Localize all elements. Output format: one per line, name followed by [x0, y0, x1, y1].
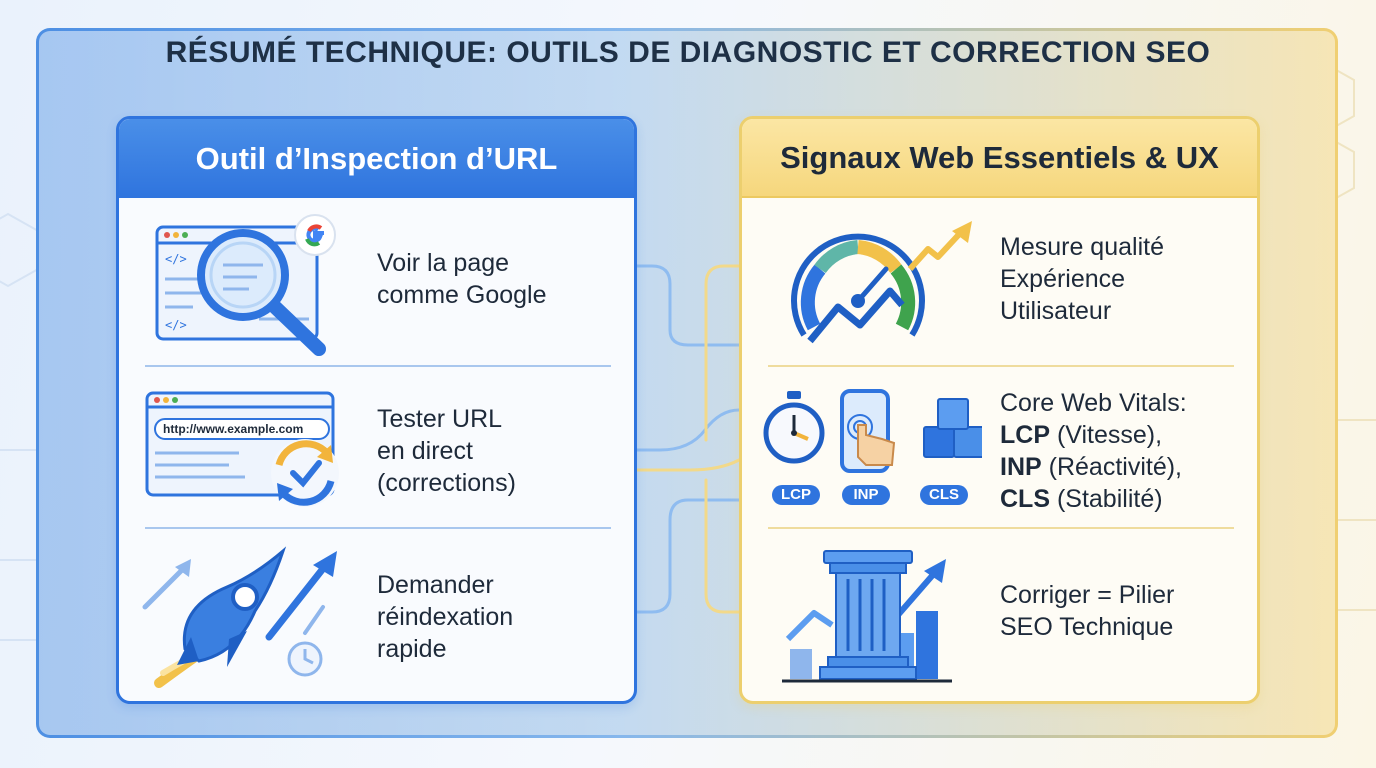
- rocket-icon: [142, 546, 337, 688]
- item-heading: Core Web Vitals:: [1000, 389, 1187, 417]
- lcp-badge: LCP: [772, 485, 820, 505]
- divider: [145, 365, 611, 367]
- item-line: comme Google: [377, 281, 547, 309]
- url-text: http://www.example.com: [163, 422, 303, 436]
- metric-label: (Vitesse),: [1056, 421, 1163, 449]
- item-text: Tester URL en direct (corrections): [377, 403, 516, 499]
- divider: [145, 527, 611, 529]
- stopwatch-icon: [763, 391, 825, 464]
- speedometer-trend-icon: [791, 221, 972, 344]
- metric-line: CLS (Stabilité): [1000, 483, 1187, 515]
- item-line: SEO Technique: [1000, 613, 1174, 641]
- list-item: </> </> Voir la page comme Google: [119, 209, 634, 374]
- page-title: RÉSUMÉ TECHNIQUE: OUTILS DE DIAGNOSTIC E…: [165, 36, 1211, 69]
- web-vitals-panel: Signaux Web Essentiels & UX Mesure quali…: [739, 116, 1260, 704]
- core-web-vitals-icons: [763, 389, 982, 473]
- item-line: rapide: [377, 635, 447, 663]
- metric-code: CLS: [1000, 485, 1050, 513]
- metric-label: (Stabilité): [1056, 485, 1163, 513]
- list-item: Corriger = Pilier SEO Technique: [742, 541, 1257, 701]
- magnifier-google-icon: </> </>: [155, 214, 336, 356]
- item-line: Mesure qualité: [1000, 233, 1164, 261]
- divider: [768, 365, 1234, 367]
- item-line: (corrections): [377, 469, 516, 497]
- item-line: Voir la page: [377, 249, 510, 277]
- list-item: LCP INP CLS Core Web Vitals: LCP (Vitess…: [742, 381, 1257, 546]
- web-vitals-panel-title: Signaux Web Essentiels & UX: [742, 119, 1257, 198]
- list-item: http://www.example.com Tester URL en dir…: [119, 381, 634, 546]
- item-text: Voir la page comme Google: [377, 247, 547, 311]
- metric-code: LCP: [1000, 421, 1050, 449]
- phone-touch-icon: [840, 389, 896, 473]
- item-line: Utilisateur: [1000, 297, 1112, 325]
- cls-badge: CLS: [920, 485, 968, 505]
- browser-refresh-icon: http://www.example.com: [145, 391, 339, 507]
- svg-text:</>: </>: [165, 318, 187, 332]
- item-line: en direct: [377, 437, 473, 465]
- pillar-growth-icon: [782, 550, 952, 683]
- item-line: Tester URL: [377, 405, 503, 433]
- metric-code: INP: [1000, 453, 1042, 481]
- item-line: Demander: [377, 571, 494, 599]
- url-inspection-panel-title: Outil d’Inspection d’URL: [119, 119, 634, 198]
- cubes-icon: [923, 398, 982, 458]
- item-text: Demander réindexation rapide: [377, 569, 513, 665]
- metric-line: LCP (Vitesse),: [1000, 419, 1187, 451]
- item-line: réindexation: [377, 603, 514, 631]
- svg-text:</>: </>: [165, 252, 187, 266]
- divider: [768, 527, 1234, 529]
- item-line: Expérience: [1000, 265, 1126, 293]
- item-text: Core Web Vitals: LCP (Vitesse), INP (Réa…: [1000, 387, 1187, 515]
- inp-badge: INP: [842, 485, 890, 505]
- list-item: Demander réindexation rapide: [119, 541, 634, 701]
- item-text: Corriger = Pilier SEO Technique: [1000, 579, 1174, 643]
- item-text: Mesure qualité Expérience Utilisateur: [1000, 231, 1164, 327]
- metric-line: INP (Réactivité),: [1000, 451, 1187, 483]
- list-item: Mesure qualité Expérience Utilisateur: [742, 209, 1257, 374]
- metric-label: (Réactivité),: [1048, 453, 1183, 481]
- item-line: Corriger = Pilier: [1000, 581, 1175, 609]
- url-inspection-panel: Outil d’Inspection d’URL </> </> Voir la: [116, 116, 637, 704]
